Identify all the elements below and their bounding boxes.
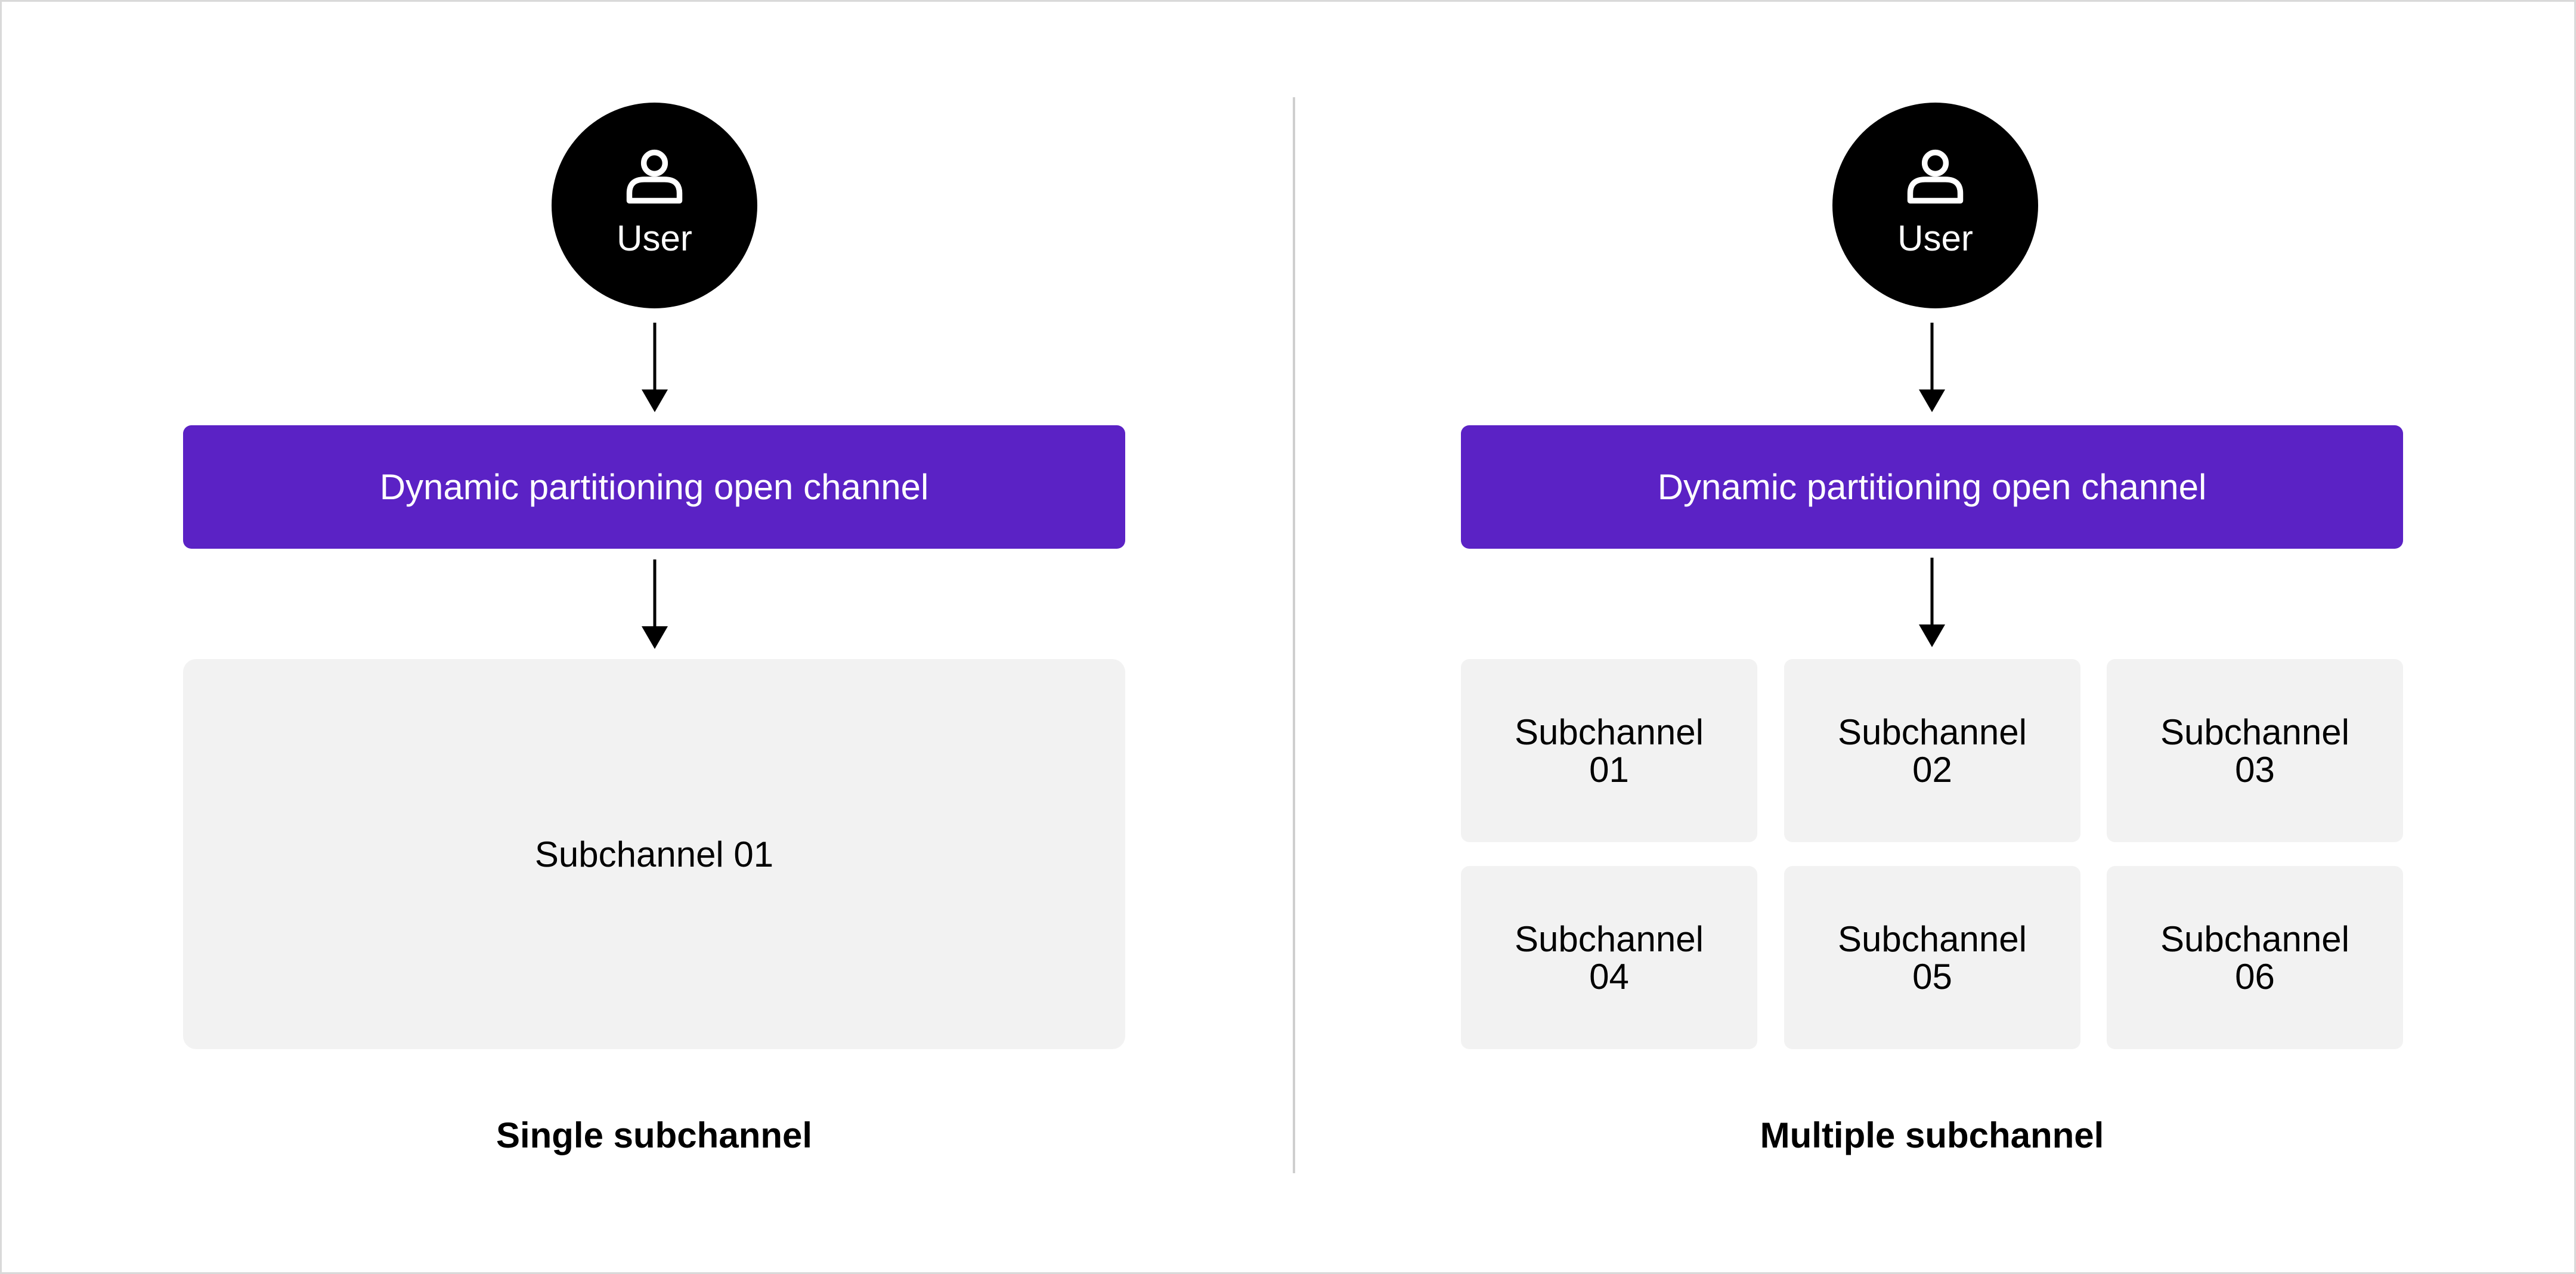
subchannel-box: Subchannel 01 [1461, 659, 1757, 842]
subchannel-label: Subchannel [1838, 919, 2027, 959]
subchannel-label: Subchannel [1515, 712, 1704, 752]
subchannel-box: Subchannel 03 [2107, 659, 2403, 842]
open-channel-label: Dynamic partitioning open channel [1657, 467, 2207, 507]
subchannel-grid: Subchannel 01 Subchannel 02 Subchannel 0… [1461, 659, 2403, 1049]
subchannel-label: Subchannel [1515, 919, 1704, 959]
subchannel-box: Subchannel 01 [183, 659, 1125, 1049]
subchannel-box: Subchannel 04 [1461, 866, 1757, 1049]
subchannel-label: Subchannel [2160, 712, 2349, 752]
caption-single: Single subchannel [496, 1115, 813, 1155]
subchannel-label: Subchannel [1838, 712, 2027, 752]
user-label: User [1897, 218, 1973, 258]
subchannel-number: 01 [1589, 749, 1629, 790]
subchannel-number: 02 [1912, 749, 1952, 790]
user-node-right: User [1832, 103, 2038, 308]
subchannel-box: Subchannel 02 [1784, 659, 2080, 842]
open-channel-box: Dynamic partitioning open channel [1461, 425, 2403, 549]
subchannel-label: Subchannel [2160, 919, 2349, 959]
open-channel-label: Dynamic partitioning open channel [379, 467, 929, 507]
subchannel-number: 06 [2235, 956, 2275, 997]
subchannel-box: Subchannel 06 [2107, 866, 2403, 1049]
arrow-down-icon [642, 323, 668, 412]
open-channel-box: Dynamic partitioning open channel [183, 425, 1125, 549]
subchannel-number: 03 [2235, 749, 2275, 790]
arrow-down-icon [1919, 558, 1945, 647]
subchannel-label: Subchannel 01 [534, 834, 774, 874]
panel-divider [1293, 97, 1295, 1173]
subchannel-box: Subchannel 05 [1784, 866, 2080, 1049]
user-icon [626, 149, 683, 204]
caption-multiple: Multiple subchannel [1760, 1115, 2104, 1155]
subchannel-number: 04 [1589, 956, 1629, 997]
user-node-left: User [552, 103, 757, 308]
subchannel-number: 05 [1912, 956, 1952, 997]
arrow-down-icon [1919, 323, 1945, 412]
user-icon [1907, 149, 1964, 204]
arrow-down-icon [642, 559, 668, 649]
user-label: User [617, 218, 692, 258]
